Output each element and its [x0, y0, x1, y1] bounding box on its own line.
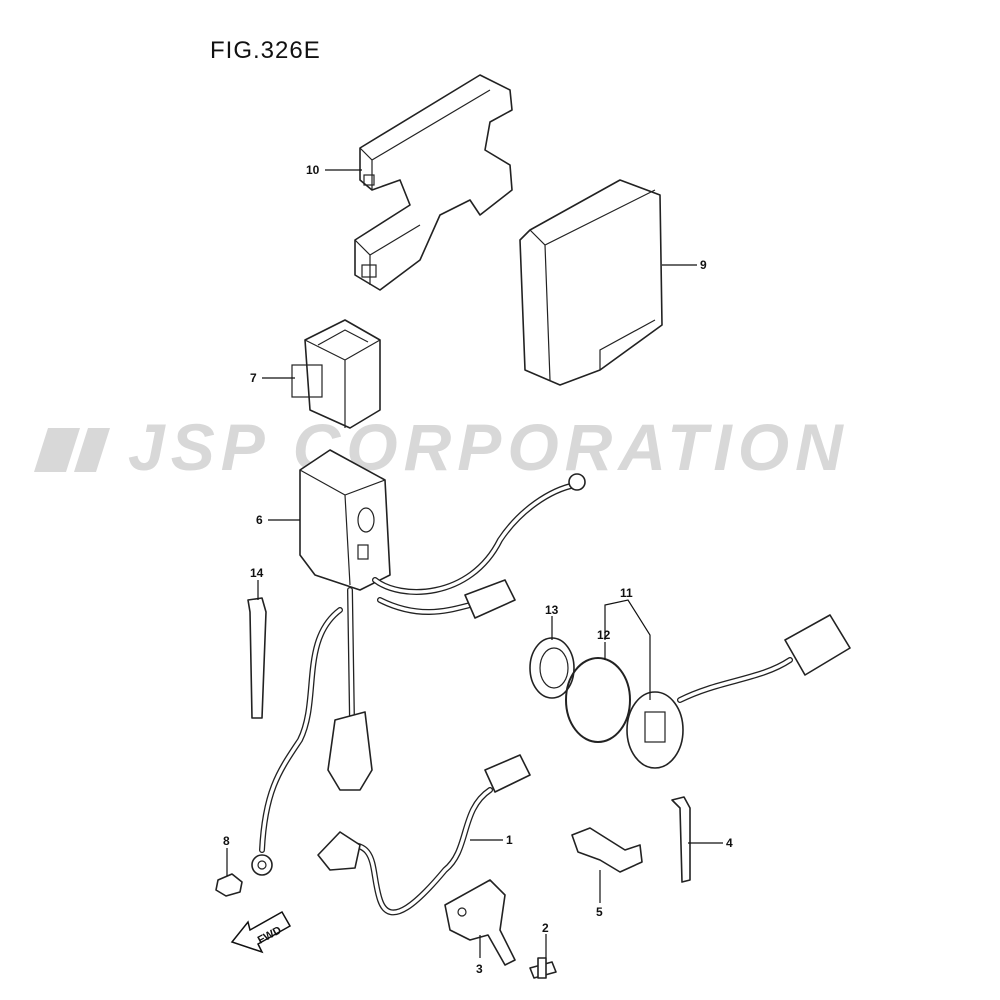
- callout-4: 4: [726, 836, 733, 850]
- callout-8: 8: [223, 834, 230, 848]
- callout-5: 5: [596, 905, 603, 919]
- figure-title: FIG.326E: [210, 37, 321, 64]
- fwd-arrow: FWD: [230, 910, 292, 954]
- part-12-o-ring: [565, 657, 631, 743]
- part-11-socket: [626, 614, 851, 769]
- watermark: JSP CORPORATION: [34, 410, 849, 484]
- callout-10: 10: [306, 163, 320, 177]
- part-4-cable-tie: [671, 796, 691, 883]
- part-14-cable-tie: [247, 597, 267, 719]
- leader-lines: [226, 169, 723, 958]
- callout-3: 3: [476, 962, 483, 976]
- part-8-bolt: [215, 873, 243, 897]
- callout-2: 2: [542, 921, 549, 935]
- part-10-cover: [354, 74, 513, 291]
- part-9-ecu: [519, 179, 663, 386]
- part-2-screw: [529, 957, 557, 979]
- part-1-harness: [317, 754, 531, 916]
- part-3-bracket: [444, 879, 516, 966]
- callout-9: 9: [700, 258, 707, 272]
- watermark-text: JSP CORPORATION: [128, 410, 849, 484]
- part-7-relay: [291, 319, 381, 429]
- callout-11: 11: [620, 586, 633, 600]
- callout-1: 1: [506, 833, 513, 847]
- callout-12: 12: [597, 628, 611, 642]
- callout-6: 6: [256, 513, 263, 527]
- callout-13: 13: [545, 603, 559, 617]
- callout-14: 14: [250, 566, 264, 580]
- callout-7: 7: [250, 371, 257, 385]
- part-5-clamp: [571, 827, 643, 873]
- part-6-module: [251, 449, 586, 876]
- part-13-nut: [529, 637, 575, 699]
